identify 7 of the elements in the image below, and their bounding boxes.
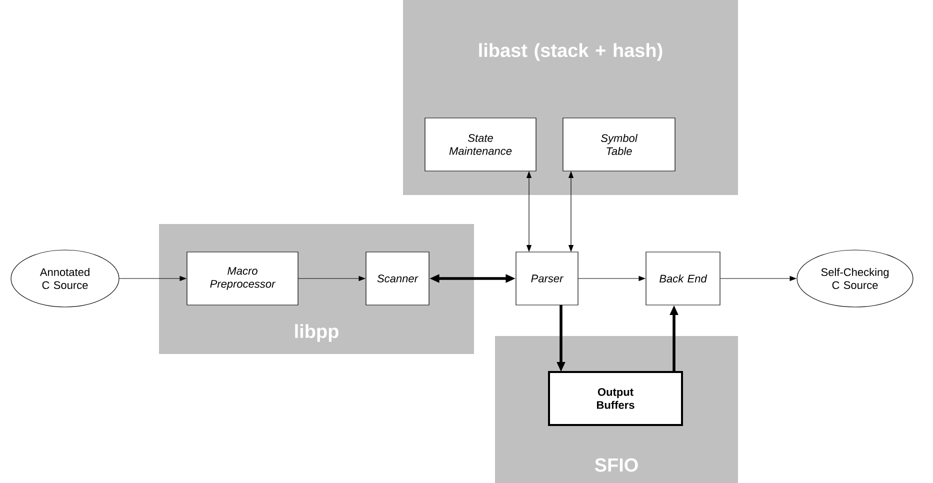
process-box: Back End	[646, 252, 720, 306]
buffer-box: Output Buffers	[548, 371, 683, 426]
process-box: Scanner	[366, 252, 430, 306]
process-box: Macro Preprocessor	[186, 252, 298, 306]
process-box: State Maintenance	[424, 118, 536, 172]
process-box: Symbol Table	[562, 118, 676, 172]
process-box: Parser	[516, 252, 578, 306]
